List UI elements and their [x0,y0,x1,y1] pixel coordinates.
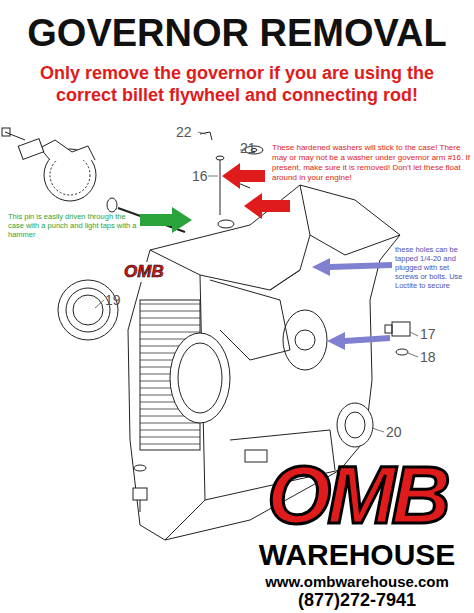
warning-subtitle: Only remove the governor if you are usin… [20,62,454,106]
callout-number: 17 [420,326,436,342]
callout-number: 19 [105,292,121,308]
brand-subtitle: WAREHOUSE [240,538,474,572]
phone-number: (877)272-7941 [240,590,474,611]
brand-logo: OMB [240,450,474,540]
callout-number: 20 [386,424,402,440]
callout-number: 16 [192,168,208,184]
washer-note: These hardened washers will stick to the… [272,143,470,183]
website-url: www.ombwarehouse.com [240,573,474,590]
page-title: GOVERNOR REMOVAL [0,12,474,55]
holes-note: these holes can be tapped 1/4-20 and plu… [395,245,471,290]
small-logo: OMB [122,262,166,282]
callout-number: 22 [176,124,192,140]
callout-number: 18 [420,349,436,365]
pin-note: This pin is easily driven through the ca… [8,212,140,239]
callout-number: 21 [240,140,256,156]
